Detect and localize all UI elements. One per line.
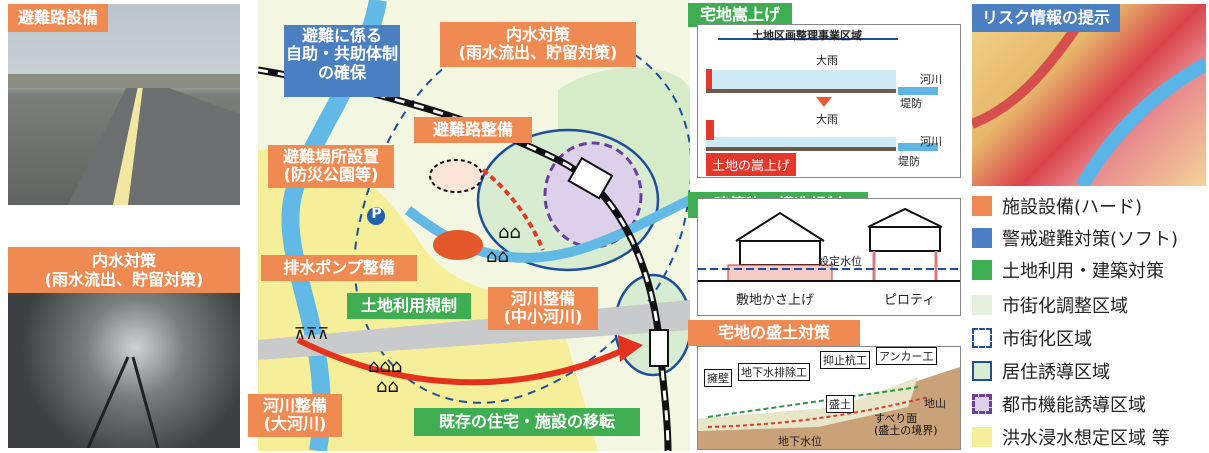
inset-drainage-label: 地下水排除工 <box>738 363 810 381</box>
legend-swatch <box>972 260 992 280</box>
legend-swatch <box>972 295 992 315</box>
legend-swatch <box>972 361 992 381</box>
tunnel-illustration <box>86 356 160 448</box>
legend-swatch <box>972 394 992 414</box>
label-land-use: 土地利用規制 <box>347 293 471 320</box>
inset-structure: 設定水位 敷地かさ上げ ピロティ <box>697 198 961 316</box>
inset-rain-label: 大雨 <box>816 54 838 67</box>
legend-label: 居住誘導区域 <box>1002 362 1110 383</box>
inset-zone-label: 土地区画整理事業区域 <box>752 29 862 42</box>
photo-caption: 内水対策 (雨水流出、貯留対策) <box>8 247 240 293</box>
inset-caption: 土地の嵩上げ <box>706 153 797 176</box>
inset-river-label: 河川 <box>920 135 942 148</box>
inset-fill-label: 盛土 <box>826 395 854 413</box>
legend-swatch <box>972 427 992 447</box>
label-pump: 排水ポンプ整備 <box>261 255 417 282</box>
photo-evacuation-road: 避難路設備 <box>8 4 240 205</box>
inset-raised-site-label: 敷地かさ上げ <box>736 293 815 308</box>
legend-item-soft: 警戒避難対策(ソフト) <box>972 227 1179 250</box>
photo-caption: 避難路設備 <box>8 4 108 32</box>
label-raise-land: 宅地嵩上げ <box>688 3 792 28</box>
photo-risk-map: リスク情報の提示 <box>972 4 1206 186</box>
house-icon: ⌂⌂ <box>376 376 399 397</box>
legend-item-adjustment: 市街化調整区域 <box>972 294 1128 317</box>
label-evac-route: 避難路整備 <box>414 117 532 144</box>
legend-label: 警戒避難対策(ソフト) <box>1002 229 1179 250</box>
inset-pile-label: 抑止杭工 <box>820 351 870 369</box>
inset-structure-shapes <box>698 207 960 282</box>
inset-raise-shapes <box>706 38 938 151</box>
legend-label: 土地利用・建築対策 <box>1002 261 1164 282</box>
label-river-large: 河川整備 (大河川) <box>248 394 342 437</box>
legend-item-flood: 洪水浸水想定区域 等 <box>972 426 1170 449</box>
label-river-small: 河川整備 (中小河川) <box>488 287 598 330</box>
legend-swatch <box>972 196 992 216</box>
inset-ground-label: 地山 <box>924 397 946 410</box>
legend-label: 市街化調整区域 <box>1002 296 1128 317</box>
legend-label: 都市機能誘導区域 <box>1002 395 1146 416</box>
inset-embankment: 擁壁 地下水排除工 抑止杭工 アンカー工 盛土 地山 すべり面 (盛土の境界) … <box>697 346 961 450</box>
inset-levee-label: 堤防 <box>898 155 920 168</box>
inset-river-label: 河川 <box>920 73 942 86</box>
house-icon: ⌂⌂ <box>486 246 509 267</box>
inset-raise-land: 土地区画整理事業区域 大雨 河川 堤防 大雨 河川 堤防 土地の嵩上げ <box>697 24 961 178</box>
house-icon: ⌂⌂⌂ <box>368 356 403 377</box>
legend-label: 市街化区域 <box>1002 329 1092 350</box>
legend-swatch <box>972 228 992 248</box>
road-illustration <box>8 74 240 205</box>
inset-groundwater-label: 地下水位 <box>778 435 822 448</box>
label-evac-site: 避難場所設置 (防災公園等) <box>268 145 394 188</box>
legend-item-landuse: 土地利用・建築対策 <box>972 259 1164 282</box>
label-embankment: 宅地の盛土対策 <box>688 320 860 347</box>
legend-swatch <box>972 328 992 348</box>
parking-icon: P <box>371 206 382 222</box>
label-relocation: 既存の住宅・施設の移転 <box>414 408 640 437</box>
bridge-icon: ⊼⊼⊼ <box>294 324 330 343</box>
map-diagram: P ⌂⌂ ⌂⌂ ⌂⌂⌂ ⌂⌂ ⊼⊼⊼ <box>258 0 690 451</box>
inset-water-level-label: 設定水位 <box>818 255 862 268</box>
legend-item-residential: 居住誘導区域 <box>972 360 1110 383</box>
legend-item-urban-function: 都市機能誘導区域 <box>972 393 1146 416</box>
inset-retaining-wall-label: 擁壁 <box>704 369 732 387</box>
legend-item-hard: 施設設備(ハード) <box>972 195 1143 218</box>
legend-item-urbanization: 市街化区域 <box>972 327 1092 350</box>
inset-anchor-label: アンカー工 <box>876 347 937 365</box>
inset-piloti-label: ピロティ <box>884 293 936 308</box>
photo-caption: リスク情報の提示 <box>972 4 1120 32</box>
inset-slip-label: すべり面 (盛土の境界) <box>874 412 938 437</box>
label-mutual-aid: 避難に係る 自助・共助体制 の確保 <box>284 25 400 97</box>
legend-label: 洪水浸水想定区域 等 <box>1002 428 1170 449</box>
photo-inland-water: 内水対策 (雨水流出、貯留対策) <box>8 247 240 448</box>
inset-rain-label: 大雨 <box>816 113 838 126</box>
inset-levee-label: 堤防 <box>900 97 922 110</box>
legend-label: 施設設備(ハード) <box>1002 197 1143 218</box>
house-icon: ⌂⌂ <box>498 222 521 243</box>
label-inland-water-measure: 内水対策 (雨水流出、貯留対策) <box>440 22 636 67</box>
